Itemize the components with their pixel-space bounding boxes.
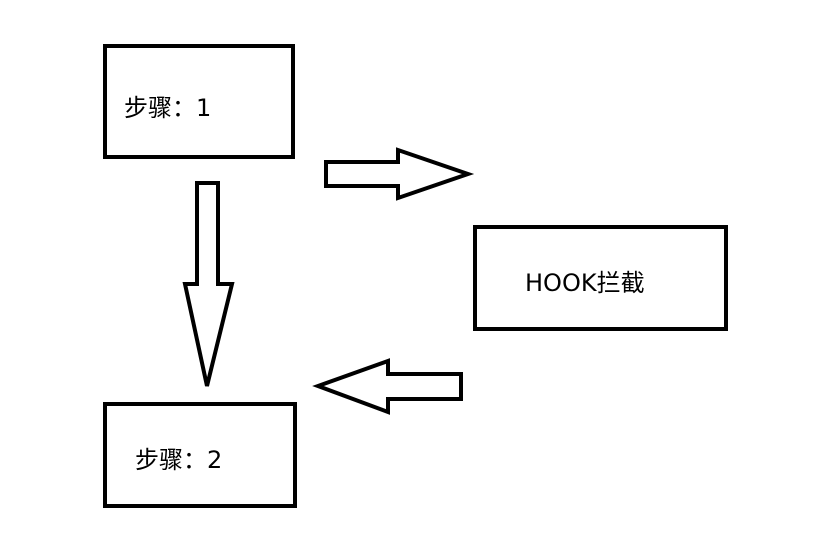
arrow-hook-to-step2 bbox=[312, 358, 463, 415]
hook-intercept-box: HOOK拦截 bbox=[473, 225, 728, 331]
arrow-step1-to-hook bbox=[324, 147, 475, 201]
step-1-box: 步骤：1 bbox=[103, 44, 295, 159]
hook-intercept-label: HOOK拦截 bbox=[525, 269, 645, 297]
step-2-box: 步骤：2 bbox=[103, 402, 297, 508]
step-2-label: 步骤：2 bbox=[135, 446, 223, 474]
arrow-step1-to-step2 bbox=[182, 181, 235, 387]
step-1-label: 步骤：1 bbox=[124, 94, 212, 122]
